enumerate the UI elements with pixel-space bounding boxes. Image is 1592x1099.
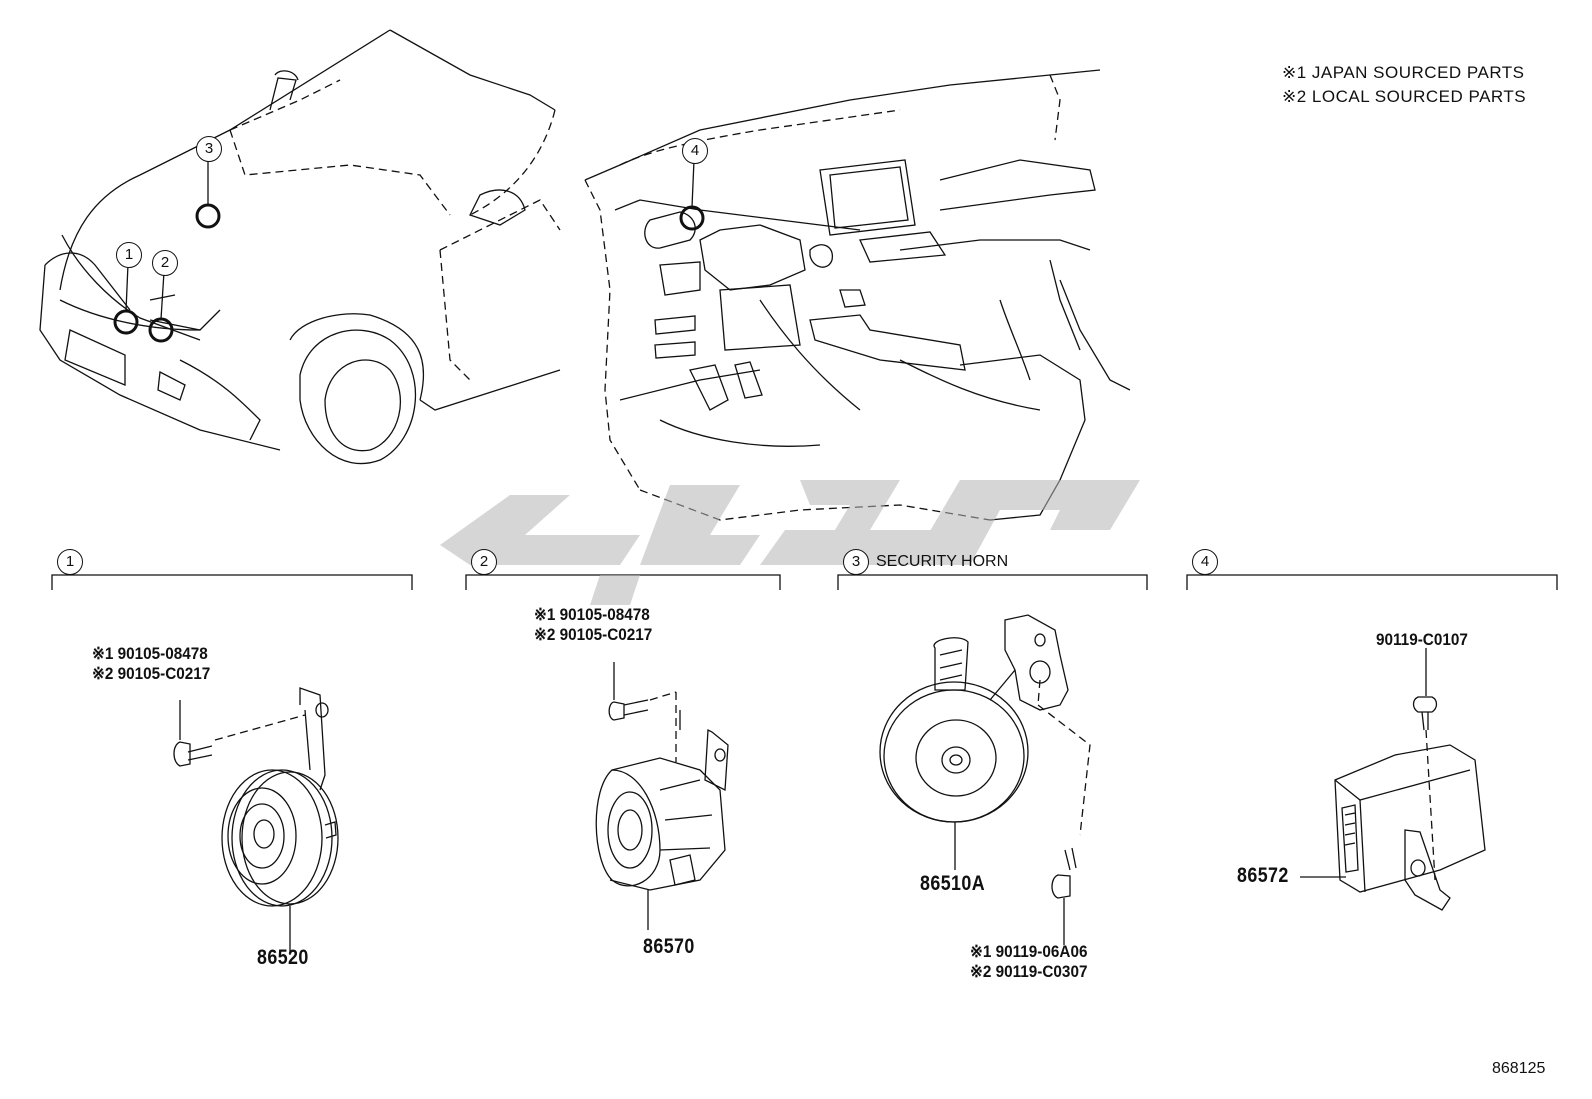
watermark-logo xyxy=(440,480,1140,605)
part-s3-bolt-local[interactable]: ※2 90119-C0307 xyxy=(970,962,1088,981)
horn-86520-illustration xyxy=(173,687,339,955)
callout-3: 3 xyxy=(196,136,222,162)
part-86570-label[interactable]: 86570 xyxy=(643,935,695,958)
section-1-number: 1 xyxy=(57,549,83,575)
part-86520-label[interactable]: 86520 xyxy=(257,946,309,969)
legend-local-sourced: ※2 LOCAL SOURCED PARTS xyxy=(1282,87,1527,106)
section-3-title: SECURITY HORN xyxy=(876,553,1009,570)
part-s2-bolt-local[interactable]: ※2 90105-C0217 xyxy=(534,625,653,644)
callout-4: 4 xyxy=(682,138,708,164)
part-s2-bolt-japan[interactable]: ※1 90105-08478 xyxy=(534,605,650,624)
part-86572-label[interactable]: 86572 xyxy=(1237,864,1289,887)
legend-japan-sourced: ※1 JAPAN SOURCED PARTS xyxy=(1282,63,1525,82)
dashboard-illustration xyxy=(584,69,1131,521)
section-3-number: 3 xyxy=(843,549,869,575)
part-86510a-label[interactable]: 86510A xyxy=(920,872,986,895)
location-marker-3 xyxy=(195,203,221,229)
callout-1: 1 xyxy=(116,242,142,268)
car-front-illustration xyxy=(39,29,561,465)
section-2-number: 2 xyxy=(471,549,497,575)
part-s1-bolt-local[interactable]: ※2 90105-C0217 xyxy=(92,664,211,683)
part-s3-bolt-japan[interactable]: ※1 90119-06A06 xyxy=(970,942,1088,961)
section-4-number: 4 xyxy=(1192,549,1218,575)
module-86572-illustration xyxy=(1300,648,1486,911)
part-s1-bolt-japan[interactable]: ※1 90105-08478 xyxy=(92,644,208,663)
callout-2: 2 xyxy=(152,250,178,276)
part-s4-bolt[interactable]: 90119-C0107 xyxy=(1376,630,1468,649)
horn-86510a-illustration xyxy=(879,614,1091,945)
horn-86570-illustration xyxy=(595,662,729,930)
diagram-number: 868125 xyxy=(1492,1060,1546,1077)
